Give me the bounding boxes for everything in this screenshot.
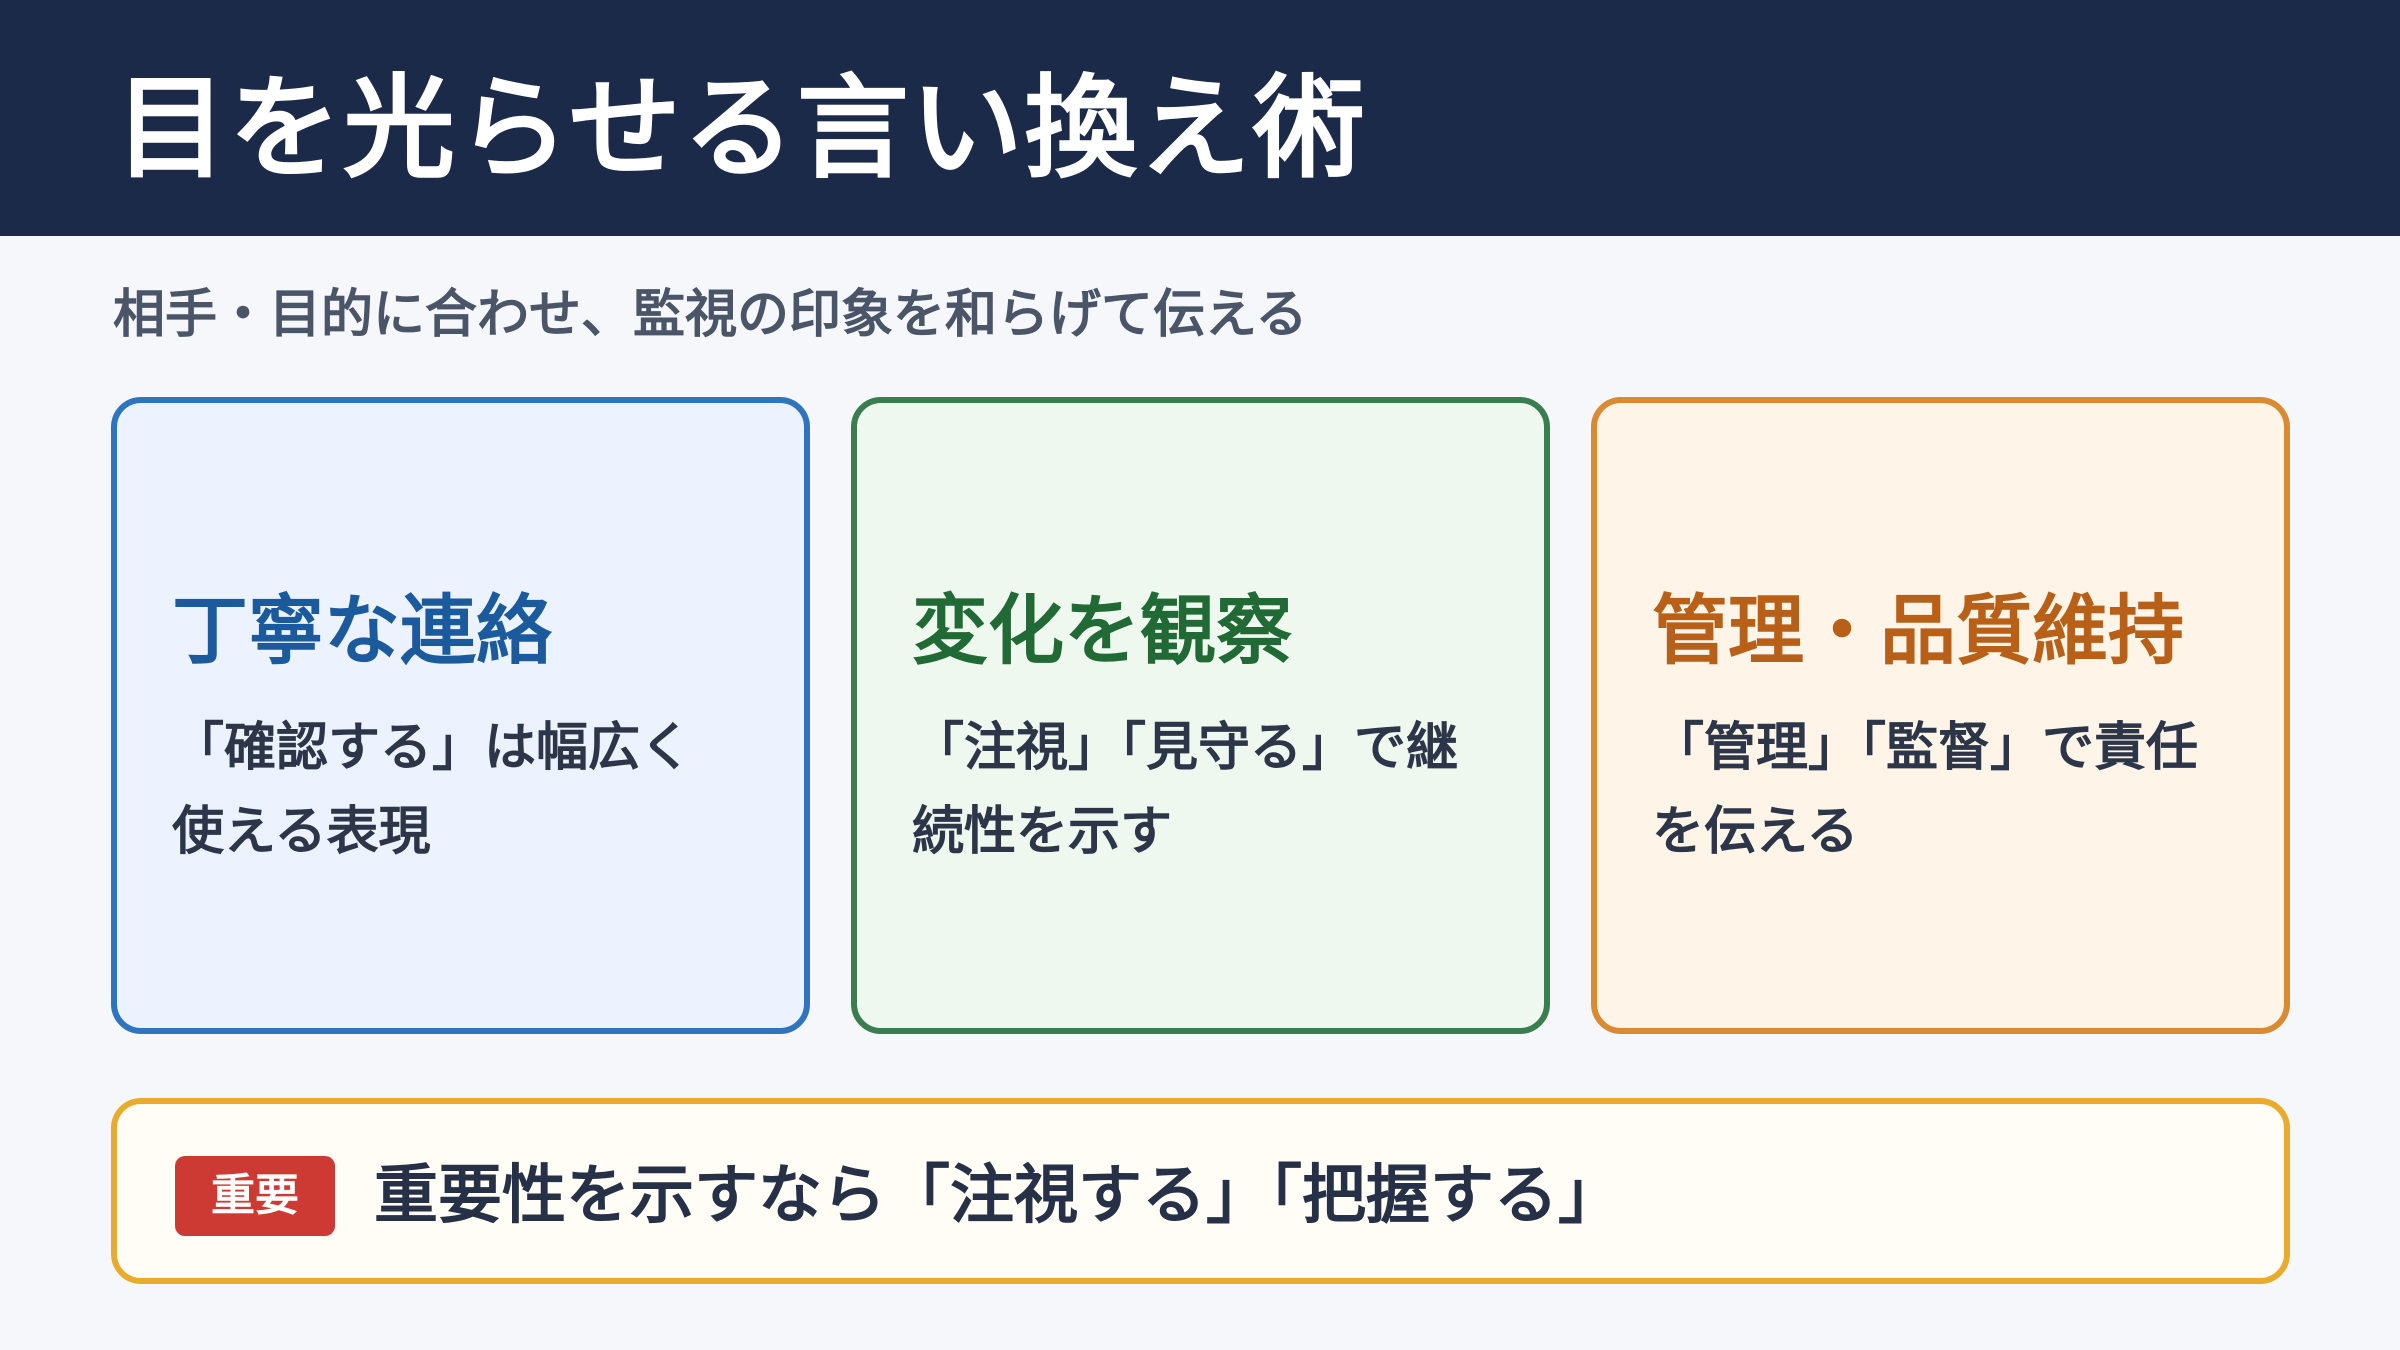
header-bar: 目を光らせる言い換え術	[0, 0, 2400, 236]
card-body: 「確認する」は幅広く使える表現	[172, 718, 693, 862]
important-callout: 重要 重要性を示すなら「注視する」「把握する」	[111, 1098, 2290, 1284]
important-badge: 重要	[175, 1156, 335, 1236]
card-management-quality: 管理・品質維持 「管理」「監督」で責任を伝える	[1591, 397, 2290, 1034]
callout-text: 重要性を示すなら「注視する」「把握する」	[374, 1159, 1622, 1233]
card-polite-contact: 丁寧な連絡 「確認する」は幅広く使える表現	[111, 397, 810, 1034]
card-observe-change: 変化を観察 「注視」「見守る」で継続性を示す	[851, 397, 1550, 1034]
page-title: 目を光らせる言い換え術	[115, 64, 1367, 194]
card-title: 変化を観察	[912, 586, 1292, 675]
card-title: 丁寧な連絡	[172, 586, 552, 675]
card-title: 管理・品質維持	[1652, 586, 2184, 675]
page-subtitle: 相手・目的に合わせ、監視の印象を和らげて伝える	[113, 285, 1308, 345]
card-body: 「管理」「監督」で責任を伝える	[1652, 718, 2199, 862]
card-body: 「注視」「見守る」で継続性を示す	[912, 718, 1459, 862]
